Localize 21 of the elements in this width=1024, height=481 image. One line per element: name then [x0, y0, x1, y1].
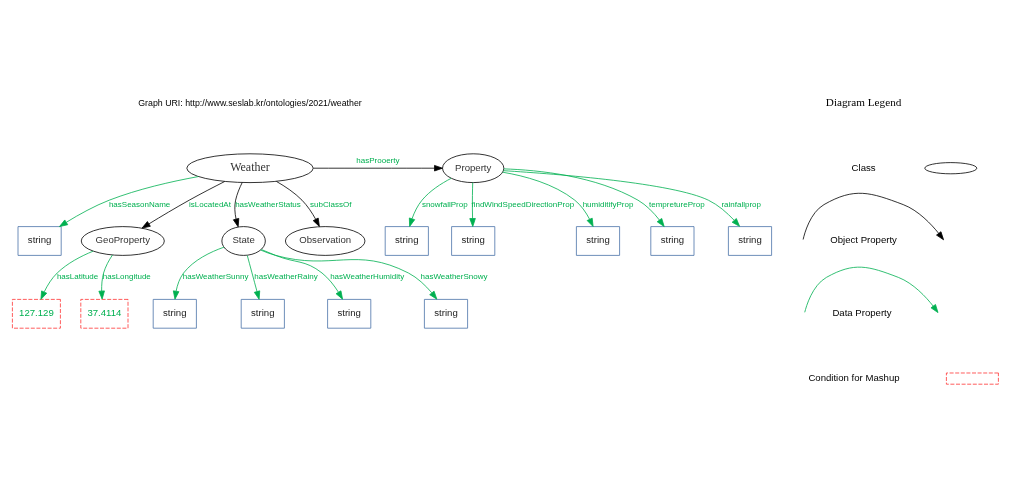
edge-label: snowfallProp [421, 199, 468, 209]
edge-label: tempretureProp [649, 199, 705, 209]
edge-label: hasWeatherSnowy [420, 271, 488, 281]
edge-label: hasLatitude [56, 271, 99, 281]
edge-label: hasWeatherStatus [235, 199, 301, 209]
edge-label: hasSeasonName [108, 199, 171, 209]
edge-label: hasWeatherHumidity [330, 271, 405, 281]
edge-label: hasWeatherSunny [182, 271, 249, 281]
legend-label: Condition for Mashup [808, 371, 900, 383]
edge-label: hasWeatherRainy [254, 271, 318, 281]
edge-label: rainfallprop [721, 199, 761, 209]
edge-label: hasLongitude [102, 271, 151, 281]
label: Diagram Legend [825, 95, 902, 108]
edge-label: subClassOf [310, 199, 352, 209]
legend-label: Object Property [830, 233, 897, 245]
edge-label: humiditifyProp [582, 199, 634, 209]
legend-label: Class [851, 161, 876, 173]
edge-label: hasProoerty [356, 155, 400, 165]
edge-label: isLocatedAt [189, 199, 231, 209]
legend-label: Data Property [832, 306, 892, 318]
label: Graph URI: http://www.seslab.kr/ontologies/2021/weather [138, 97, 362, 108]
